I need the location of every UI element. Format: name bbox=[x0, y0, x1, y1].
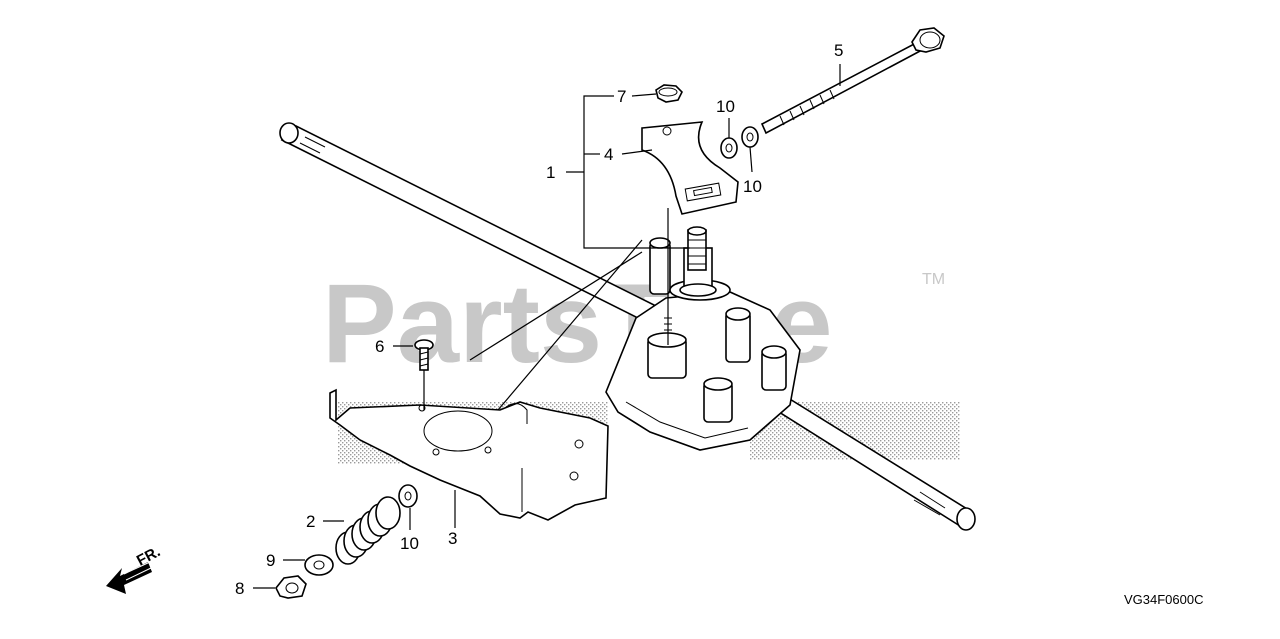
long-bolt bbox=[760, 27, 945, 135]
gearbox-housing bbox=[605, 208, 801, 451]
mounting-plate bbox=[641, 121, 739, 215]
callouts: 1 2 3 4 5 6 7 8 9 10 10 10 bbox=[235, 41, 843, 598]
washers bbox=[398, 126, 759, 508]
callout-2: 2 bbox=[306, 512, 315, 531]
callout-10-lower: 10 bbox=[400, 534, 419, 553]
nut-top bbox=[655, 84, 683, 103]
leader-lines bbox=[253, 64, 841, 589]
watermark-trademark: TM bbox=[922, 271, 945, 288]
forward-indicator: FR. bbox=[106, 543, 163, 594]
callout-10-right: 10 bbox=[743, 177, 762, 196]
screw bbox=[414, 339, 434, 371]
callout-5: 5 bbox=[834, 41, 843, 60]
callout-3: 3 bbox=[448, 529, 457, 548]
spring bbox=[335, 496, 401, 565]
callout-1: 1 bbox=[546, 163, 555, 182]
drawing-code: VG34F0600C bbox=[1124, 592, 1204, 607]
forward-arrow-icon bbox=[106, 561, 152, 594]
bracket-plate bbox=[329, 388, 609, 521]
callout-8: 8 bbox=[235, 579, 244, 598]
callout-10-upper: 10 bbox=[716, 97, 735, 116]
axle-shaft bbox=[279, 122, 976, 531]
callout-9: 9 bbox=[266, 551, 275, 570]
callout-6: 6 bbox=[375, 337, 384, 356]
lower-hardware bbox=[275, 554, 334, 599]
callout-7: 7 bbox=[617, 87, 626, 106]
direction-label: FR. bbox=[134, 543, 163, 569]
callout-4: 4 bbox=[604, 145, 613, 164]
